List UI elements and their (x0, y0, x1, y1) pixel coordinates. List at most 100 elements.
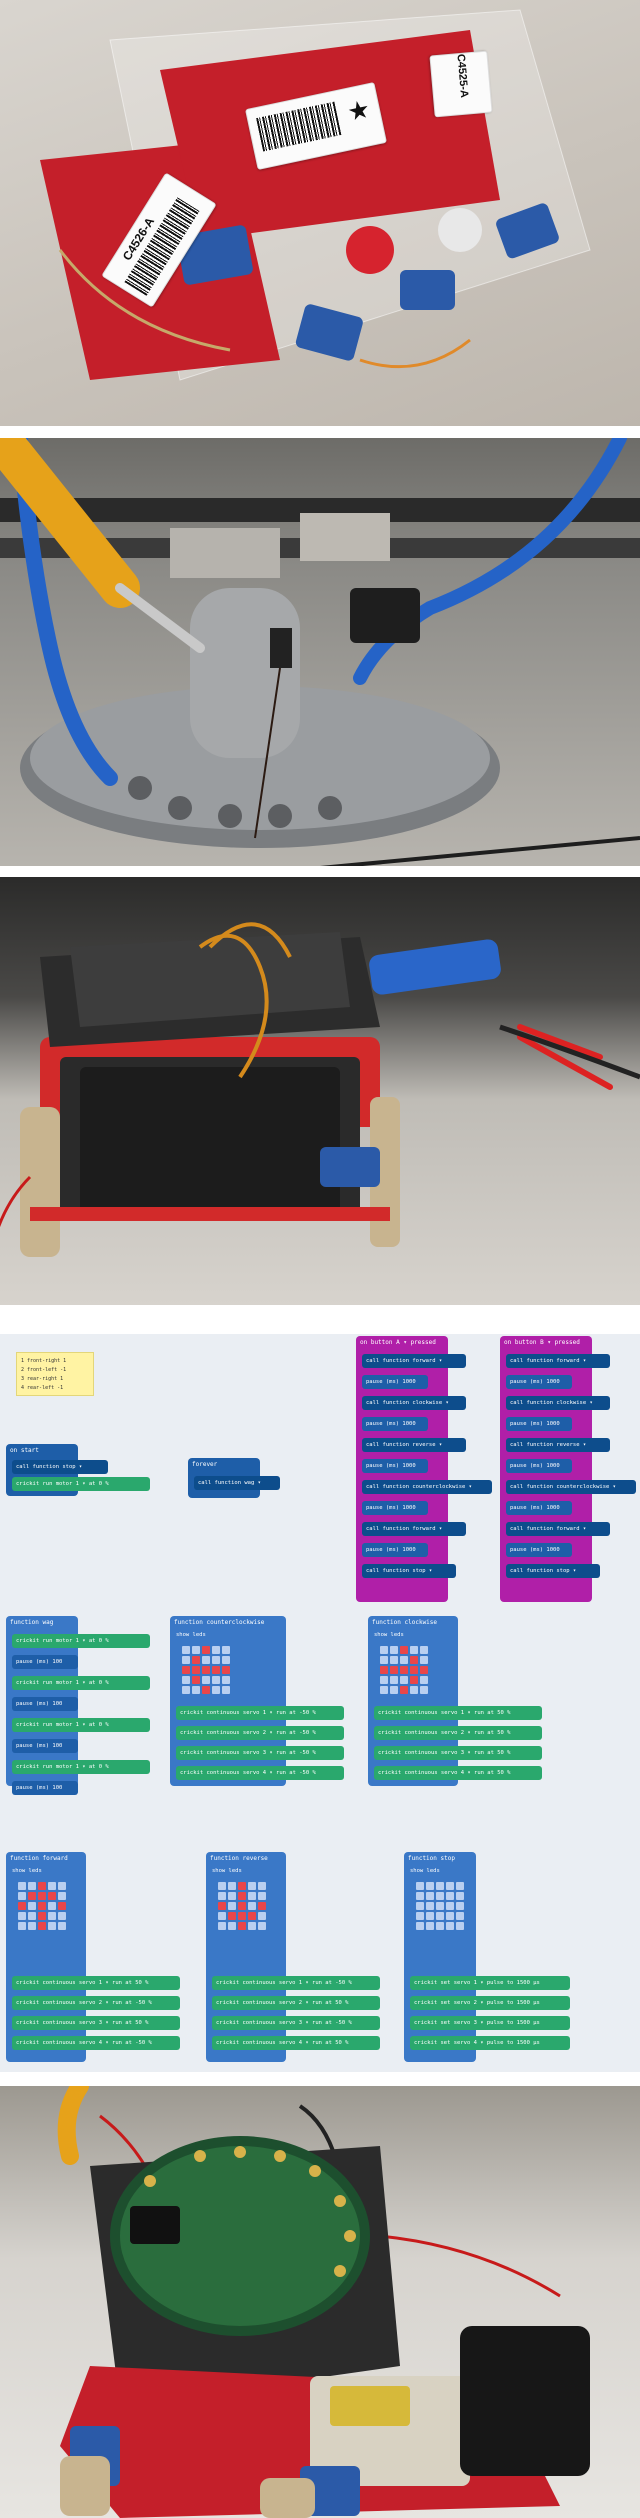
led-off[interactable] (390, 1676, 398, 1684)
block-row[interactable]: crickit continuous servo 2 ▾ run at 50 % (374, 1726, 542, 1740)
block-row[interactable]: crickit continuous servo 1 ▾ run at 50 % (12, 1976, 180, 1990)
block-row[interactable]: call function reverse ▾ (506, 1438, 610, 1452)
led-on[interactable] (38, 1912, 46, 1920)
block-row[interactable]: pause (ms) 1000 (362, 1543, 428, 1557)
led-off[interactable] (18, 1912, 26, 1920)
led-off[interactable] (28, 1922, 36, 1930)
function-forward-block[interactable]: function forward show leds crickit conti… (6, 1852, 180, 2062)
led-off[interactable] (456, 1902, 464, 1910)
led-on[interactable] (410, 1676, 418, 1684)
led-off[interactable] (436, 1892, 444, 1900)
led-on[interactable] (192, 1666, 200, 1674)
on-start-block[interactable]: on start call function stop ▾ crickit ru… (6, 1444, 150, 1496)
led-off[interactable] (436, 1912, 444, 1920)
block-row[interactable]: pause (ms) 100 (12, 1655, 78, 1669)
led-off[interactable] (58, 1892, 66, 1900)
led-off[interactable] (222, 1656, 230, 1664)
led-off[interactable] (28, 1912, 36, 1920)
led-off[interactable] (28, 1882, 36, 1890)
led-on[interactable] (182, 1666, 190, 1674)
block-row[interactable]: crickit continuous servo 2 ▾ run at 50 % (212, 1996, 380, 2010)
led-off[interactable] (456, 1922, 464, 1930)
led-off[interactable] (446, 1902, 454, 1910)
forever-block[interactable]: forever call function wag ▾ (188, 1458, 280, 1498)
led-off[interactable] (212, 1686, 220, 1694)
comment-note[interactable]: 1 front-right 1 2 front-left -1 3 rear-r… (16, 1352, 94, 1396)
block-row[interactable]: call function stop ▾ (12, 1460, 108, 1474)
block-row[interactable]: crickit continuous servo 3 ▾ run at 50 % (12, 2016, 180, 2030)
led-off[interactable] (18, 1922, 26, 1930)
led-off[interactable] (456, 1892, 464, 1900)
led-on[interactable] (58, 1902, 66, 1910)
led-off[interactable] (192, 1686, 200, 1694)
led-on[interactable] (400, 1646, 408, 1654)
led-on[interactable] (380, 1666, 388, 1674)
block-row[interactable]: call function forward ▾ (362, 1354, 466, 1368)
block-row[interactable]: pause (ms) 100 (12, 1781, 78, 1795)
function-reverse-block[interactable]: function reverse show leds crickit conti… (206, 1852, 380, 2062)
led-off[interactable] (400, 1676, 408, 1684)
led-off[interactable] (212, 1676, 220, 1684)
led-off[interactable] (416, 1882, 424, 1890)
led-off[interactable] (48, 1882, 56, 1890)
block-row[interactable]: call function stop ▾ (362, 1564, 456, 1578)
block-row[interactable]: crickit continuous servo 3 ▾ run at 50 % (374, 1746, 542, 1760)
led-off[interactable] (48, 1902, 56, 1910)
led-on[interactable] (192, 1676, 200, 1684)
led-off[interactable] (416, 1922, 424, 1930)
block-row[interactable]: call function reverse ▾ (362, 1438, 466, 1452)
led-on[interactable] (218, 1902, 226, 1910)
led-off[interactable] (456, 1912, 464, 1920)
led-off[interactable] (258, 1922, 266, 1930)
led-off[interactable] (18, 1882, 26, 1890)
led-off[interactable] (258, 1892, 266, 1900)
block-row[interactable]: call function stop ▾ (506, 1564, 600, 1578)
led-off[interactable] (212, 1646, 220, 1654)
led-off[interactable] (446, 1892, 454, 1900)
led-grid[interactable] (182, 1646, 230, 1694)
led-off[interactable] (218, 1912, 226, 1920)
led-off[interactable] (258, 1882, 266, 1890)
led-on[interactable] (410, 1656, 418, 1664)
block-row[interactable]: pause (ms) 1000 (362, 1459, 428, 1473)
led-off[interactable] (436, 1902, 444, 1910)
led-on[interactable] (38, 1882, 46, 1890)
led-off[interactable] (58, 1912, 66, 1920)
led-on[interactable] (410, 1666, 418, 1674)
led-off[interactable] (426, 1902, 434, 1910)
led-on[interactable] (258, 1902, 266, 1910)
function-counterclockwise-block[interactable]: function counterclockwise show leds cric… (170, 1616, 344, 1786)
block-row[interactable]: crickit run motor 1 ▾ at 0 % (12, 1477, 150, 1491)
led-on[interactable] (202, 1666, 210, 1674)
led-off[interactable] (58, 1882, 66, 1890)
block-row[interactable]: pause (ms) 100 (12, 1739, 78, 1753)
block-row[interactable]: pause (ms) 1000 (362, 1501, 428, 1515)
block-row[interactable]: call function forward ▾ (506, 1354, 610, 1368)
led-off[interactable] (182, 1686, 190, 1694)
block-row[interactable]: crickit run motor 1 ▾ at 0 % (12, 1718, 150, 1732)
block-row[interactable]: crickit run motor 1 ▾ at 0 % (12, 1634, 150, 1648)
led-off[interactable] (222, 1646, 230, 1654)
led-on[interactable] (228, 1912, 236, 1920)
on-button-b-block[interactable]: on button B ▾ pressed call function forw… (500, 1336, 636, 1602)
led-on[interactable] (202, 1686, 210, 1694)
block-row[interactable]: crickit continuous servo 4 ▾ run at 50 % (374, 1766, 542, 1780)
block-row[interactable]: crickit set servo 1 ▾ pulse to 1500 µs (410, 1976, 570, 1990)
led-off[interactable] (420, 1676, 428, 1684)
block-row[interactable]: call function forward ▾ (362, 1522, 466, 1536)
block-row[interactable]: crickit set servo 4 ▾ pulse to 1500 µs (410, 2036, 570, 2050)
block-row[interactable]: pause (ms) 1000 (506, 1543, 572, 1557)
block-row[interactable]: crickit continuous servo 1 ▾ run at 50 % (374, 1706, 542, 1720)
led-off[interactable] (380, 1676, 388, 1684)
led-grid[interactable] (218, 1882, 266, 1930)
block-row[interactable]: pause (ms) 1000 (506, 1417, 572, 1431)
block-row[interactable]: pause (ms) 1000 (362, 1375, 428, 1389)
led-on[interactable] (18, 1902, 26, 1910)
led-on[interactable] (202, 1646, 210, 1654)
led-off[interactable] (248, 1922, 256, 1930)
led-off[interactable] (420, 1646, 428, 1654)
led-off[interactable] (248, 1892, 256, 1900)
led-off[interactable] (456, 1882, 464, 1890)
block-row[interactable]: crickit continuous servo 2 ▾ run at -50 … (12, 1996, 180, 2010)
block-row[interactable]: call function wag ▾ (194, 1476, 280, 1490)
